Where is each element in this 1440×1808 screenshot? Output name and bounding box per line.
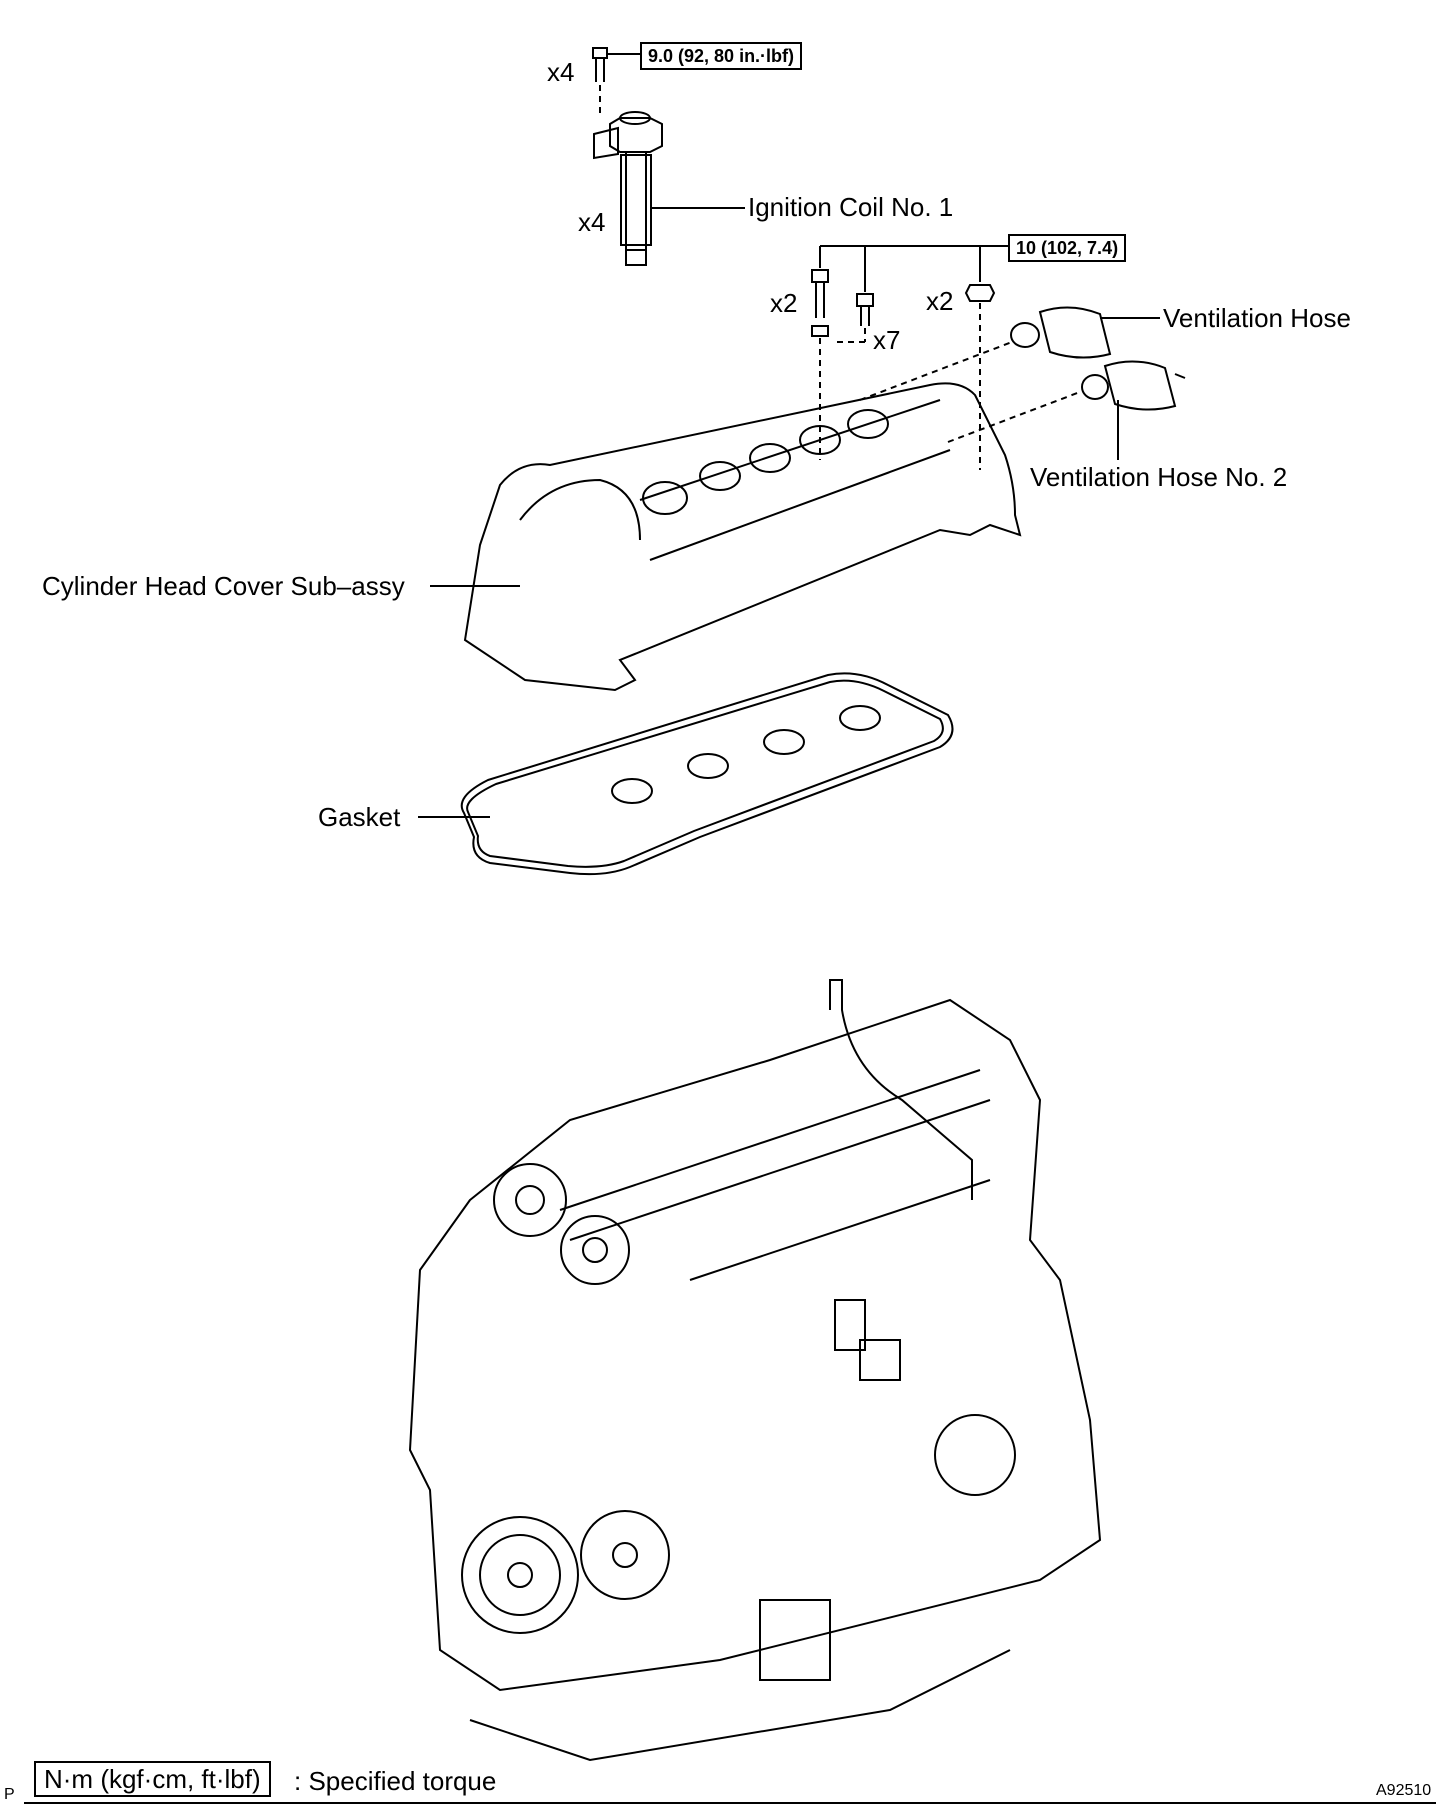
stud-bolt-qty: x2 bbox=[770, 288, 798, 318]
cover-torque-leader bbox=[819, 245, 1008, 292]
gasket-label: Gasket bbox=[318, 802, 401, 832]
ventilation-hose-label: Ventilation Hose bbox=[1163, 303, 1351, 333]
ventilation-hose-2-label: Ventilation Hose No. 2 bbox=[1030, 462, 1288, 492]
ventilation-hose-graphic bbox=[859, 306, 1160, 401]
cover-torque: 10 (102, 7.4) bbox=[1008, 234, 1127, 262]
figure-id: A92510 bbox=[1376, 1782, 1432, 1799]
ignition-coil bbox=[593, 111, 745, 266]
coil-bolt bbox=[592, 47, 640, 82]
cylinder-head-cover-graphic bbox=[430, 382, 1022, 692]
legend-description: : Specified torque bbox=[294, 1766, 497, 1796]
coil-qty: x4 bbox=[578, 207, 606, 237]
gasket-graphic bbox=[418, 672, 954, 876]
cylinder-head-cover-label: Cylinder Head Cover Sub–assy bbox=[42, 571, 405, 601]
ignition-coil-label: Ignition Coil No. 1 bbox=[748, 192, 954, 222]
bolt-qty: x7 bbox=[873, 325, 901, 355]
legend-marker: P bbox=[4, 1786, 15, 1803]
nut-qty: x2 bbox=[926, 286, 954, 316]
ventilation-hose-2-graphic bbox=[947, 360, 1186, 460]
coil-bolt-qty: x4 bbox=[547, 57, 575, 87]
engine-assembly-graphic bbox=[408, 979, 1102, 1762]
coil-bolt-torque: 9.0 (92, 80 in.·lbf) bbox=[640, 42, 803, 70]
legend-unit-box: N·m (kgf·cm, ft·lbf) bbox=[34, 1761, 271, 1797]
